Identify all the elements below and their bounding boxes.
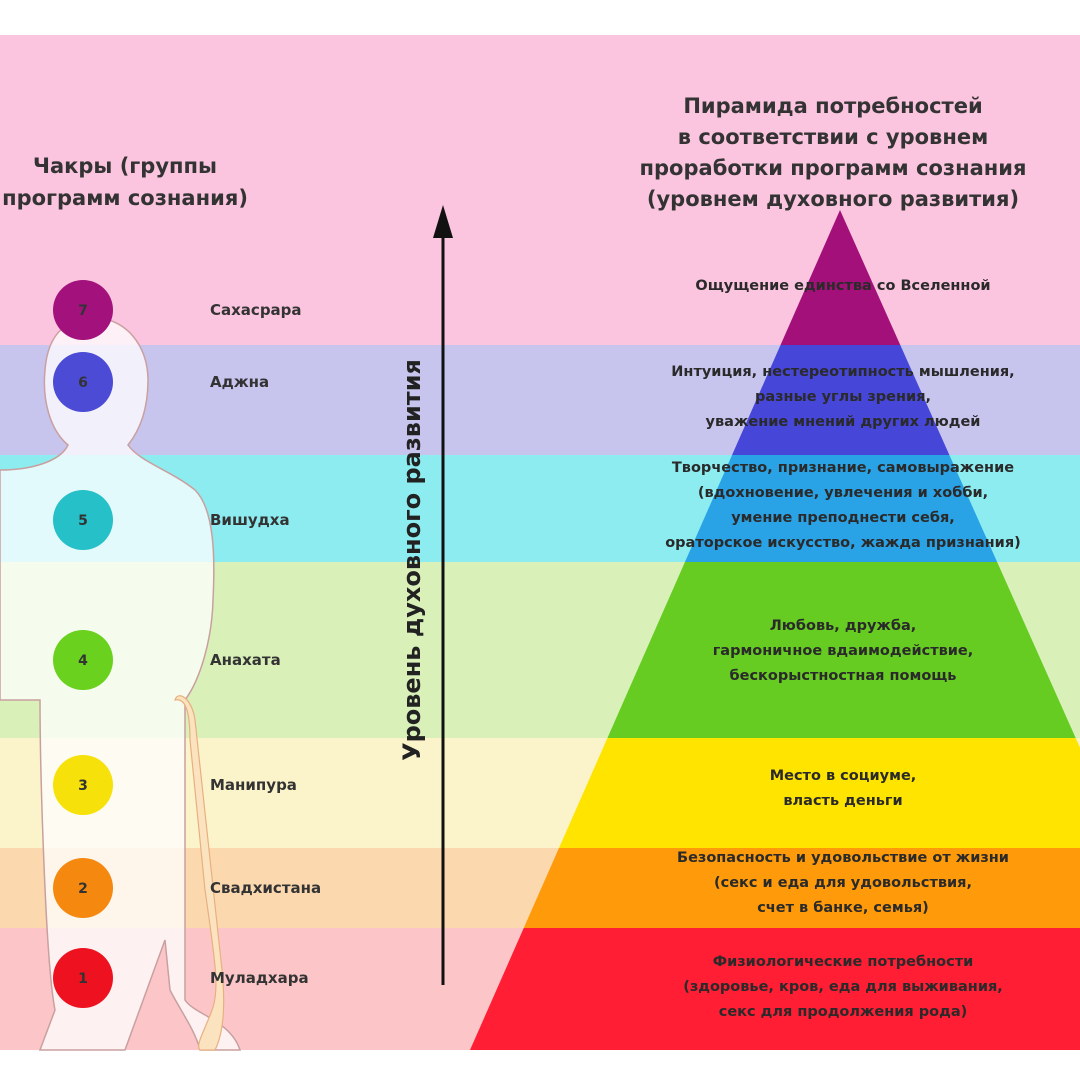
chakra-name: Свадхистана: [210, 879, 321, 897]
needs-line: Физиологические потребности: [713, 954, 974, 970]
chakra-item: 4 Анахата: [53, 630, 281, 690]
needs-item: Физиологические потребности (здоровье, кр…: [683, 954, 1003, 1020]
chakra-number: 7: [78, 303, 88, 319]
chakra-circle: [53, 352, 113, 412]
arrow-up-icon: [433, 205, 453, 238]
needs-line: (вдохновение, увлечения и хобби,: [698, 485, 988, 501]
left-title-line: программ сознания): [2, 186, 248, 210]
chakra-number: 3: [78, 778, 88, 794]
needs-line: Интуиция, нестереотипность мышления,: [671, 364, 1014, 380]
needs-list: Ощущение единства со ВселеннойИнтуиция, …: [665, 278, 1021, 1020]
chakra-number: 2: [78, 881, 88, 897]
right-title-line: Пирамида потребностей: [683, 94, 982, 118]
chakra-circle: [53, 490, 113, 550]
chakra-item: 3 Манипура: [53, 755, 297, 815]
needs-item: Интуиция, нестереотипность мышления, разн…: [671, 364, 1014, 430]
pyramid-slice-2: [470, 848, 1080, 928]
pyramid-slice-1: [470, 928, 1080, 1050]
right-title-line: в соответствии с уровнем: [678, 125, 989, 149]
chakra-number: 5: [78, 513, 88, 529]
needs-item: Творчество, признание, самовыражение (вдо…: [665, 460, 1021, 551]
chakra-item: 1 Муладхара: [53, 948, 309, 1008]
chakra-name: Муладхара: [210, 969, 309, 987]
band-level-7: [0, 35, 1080, 345]
chakra-circle: [53, 755, 113, 815]
chakra-circle: [53, 630, 113, 690]
chakra-list: 7 Сахасрара 6 Аджна 5 Вишудха 4 Анахата 3 Манипур…: [53, 280, 321, 1008]
hand-shape: [174, 695, 225, 1051]
chakra-name: Аджна: [210, 373, 269, 391]
chakra-circle: [53, 858, 113, 918]
right-title-line: проработки программ сознания: [640, 156, 1027, 180]
needs-line: гармоничное вдаимодействие,: [713, 643, 974, 659]
needs-line: (секс и еда для удовольствия,: [714, 875, 972, 891]
needs-line: власть деньги: [783, 793, 902, 809]
needs-line: секс для продолжения рода): [719, 1004, 968, 1020]
needs-line: Безопасность и удовольствие от жизни: [677, 850, 1009, 866]
needs-line: умение преподнести себя,: [731, 510, 955, 526]
needs-line: Любовь, дружба,: [770, 618, 917, 634]
development-axis: Уровень духовного развития: [398, 205, 453, 985]
needs-line: Ощущение единства со Вселенной: [695, 278, 990, 294]
chakra-item: 7 Сахасрара: [53, 280, 302, 340]
chakra-name: Вишудха: [210, 511, 290, 529]
chakra-circle: [53, 948, 113, 1008]
axis-label: Уровень духовного развития: [398, 359, 426, 761]
chakra-name: Анахата: [210, 651, 281, 669]
needs-line: (здоровье, кров, еда для выживания,: [683, 979, 1003, 995]
left-title: Чакры (группы программ сознания): [2, 154, 248, 210]
needs-line: ораторское искусство, жажда признания): [665, 535, 1021, 551]
chakra-number: 4: [78, 653, 88, 669]
chakra-circle: [53, 280, 113, 340]
right-title-line: (уровнем духовного развития): [647, 187, 1019, 211]
needs-line: бескорыстностная помощь: [730, 668, 957, 684]
right-title: Пирамида потребностей в соответствии с у…: [640, 94, 1027, 211]
needs-item: Безопасность и удовольствие от жизни (сек…: [677, 850, 1009, 916]
needs-item: Место в социуме, власть деньги: [770, 768, 917, 809]
chakra-item: 2 Свадхистана: [53, 858, 321, 918]
needs-line: разные углы зрения,: [755, 389, 931, 405]
needs-line: Творчество, признание, самовыражение: [672, 460, 1014, 476]
needs-line: уважение мнений других людей: [706, 414, 981, 430]
needs-line: Место в социуме,: [770, 768, 917, 784]
chakra-name: Сахасрара: [210, 301, 302, 319]
needs-item: Ощущение единства со Вселенной: [695, 278, 990, 294]
chakra-number: 1: [78, 971, 88, 987]
needs-item: Любовь, дружба, гармоничное вдаимодействи…: [713, 618, 974, 684]
left-title-line: Чакры (группы: [33, 154, 217, 178]
chakra-name: Манипура: [210, 776, 297, 794]
chakra-number: 6: [78, 375, 88, 391]
chakra-item: 6 Аджна: [53, 352, 269, 412]
chakra-item: 5 Вишудха: [53, 490, 290, 550]
needs-line: счет в банке, семья): [757, 900, 929, 916]
